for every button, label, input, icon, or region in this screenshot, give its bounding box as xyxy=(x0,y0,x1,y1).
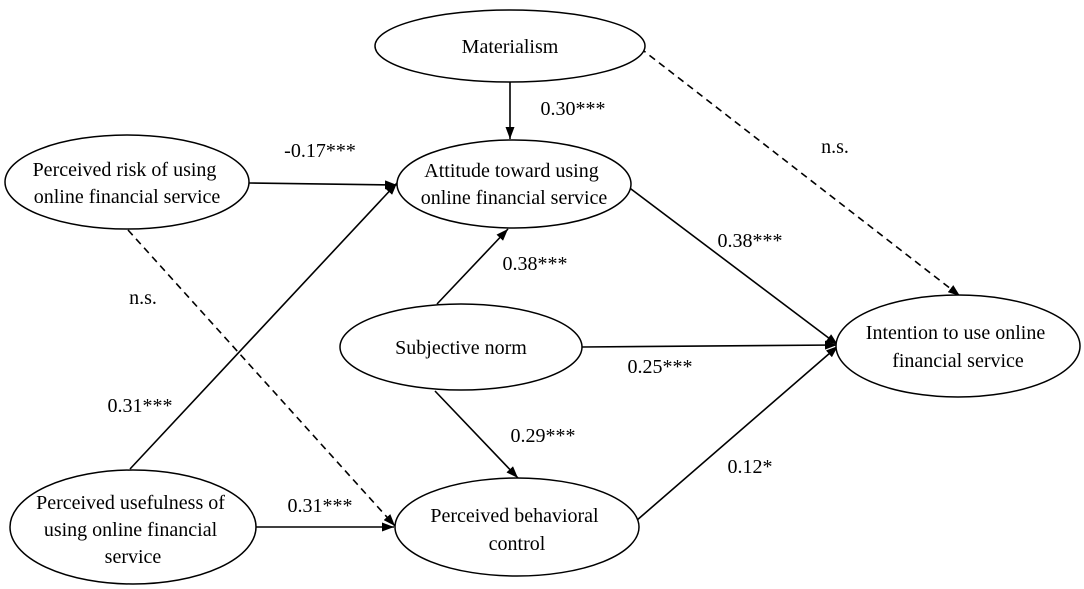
node-materialism-shape xyxy=(374,9,646,83)
node-perceived-usefulness-label: Perceived usefulness of using online fin… xyxy=(36,492,230,568)
edge-behavioral-control-to-intention xyxy=(635,345,839,522)
node-perceived-risk: Perceived risk of using online financial… xyxy=(4,134,250,230)
edge-label-attitude-to-intention: 0.38*** xyxy=(718,230,783,252)
edge-attitude-to-intention xyxy=(626,185,839,346)
edge-labels: 0.30*** n.s. -0.17*** n.s. 0.31*** 0.31*… xyxy=(108,98,849,517)
node-label-line: Subjective norm xyxy=(395,337,527,359)
node-intention: Intention to use online financial servic… xyxy=(835,294,1081,398)
node-perceived-usefulness-shape xyxy=(9,469,257,585)
node-attitude: Attitude toward using online financial s… xyxy=(396,139,632,229)
node-subjective-norm-shape xyxy=(339,303,583,391)
node-intention-shape xyxy=(835,294,1081,398)
node-perceived-behavioral-control-label: Perceived behavioral control xyxy=(430,505,603,555)
node-perceived-risk-label: Perceived risk of using online financial… xyxy=(33,159,222,208)
node-label-line: online financial service xyxy=(34,186,221,208)
node-label-line: Materialism xyxy=(462,36,559,58)
edge-label-risk-to-attitude: -0.17*** xyxy=(284,140,356,162)
node-attitude-label: Attitude toward using online financial s… xyxy=(421,160,608,209)
node-perceived-behavioral-control-shape xyxy=(394,477,640,577)
edge-label-subjective-norm-to-behavioral-control: 0.29*** xyxy=(511,425,576,447)
node-label-line: using online financial xyxy=(44,519,218,541)
edge-label-risk-to-behavioral-control: n.s. xyxy=(129,287,157,309)
node-label-line: Perceived behavioral xyxy=(430,505,599,527)
node-materialism: Materialism xyxy=(374,9,646,83)
node-label-line: financial service xyxy=(892,350,1024,372)
node-label-line: Attitude toward using xyxy=(424,160,598,182)
node-label-line: Perceived usefulness of xyxy=(36,492,225,514)
edge-label-usefulness-to-attitude: 0.31*** xyxy=(108,395,173,417)
edge-label-behavioral-control-to-intention: 0.12* xyxy=(728,456,773,478)
node-materialism-label: Materialism xyxy=(462,36,559,58)
edge-label-materialism-to-attitude: 0.30*** xyxy=(541,98,606,120)
node-subjective-norm: Subjective norm xyxy=(339,303,583,391)
edge-subjective-norm-to-intention xyxy=(581,340,838,350)
edge-subjective-norm-to-behavioral-control xyxy=(434,390,519,479)
node-perceived-risk-shape xyxy=(4,134,250,230)
node-attitude-shape xyxy=(396,139,632,229)
edge-subjective-norm-to-attitude xyxy=(436,228,509,305)
node-label-line: control xyxy=(489,533,546,555)
edge-risk-to-attitude xyxy=(248,180,398,190)
node-perceived-usefulness: Perceived usefulness of using online fin… xyxy=(9,469,257,585)
edge-label-usefulness-to-behavioral-control: 0.31*** xyxy=(288,495,353,517)
node-perceived-behavioral-control: Perceived behavioral control xyxy=(394,477,640,577)
node-intention-label: Intention to use online financial servic… xyxy=(866,322,1050,372)
edges xyxy=(127,47,961,532)
node-label-line: Perceived risk of using xyxy=(33,159,217,181)
node-label-line: Intention to use online xyxy=(866,322,1046,344)
node-label-line: service xyxy=(105,546,162,568)
edge-usefulness-to-attitude xyxy=(129,182,398,470)
edge-materialism-to-intention xyxy=(639,47,961,297)
edge-label-subjective-norm-to-intention: 0.25*** xyxy=(628,356,693,378)
node-label-line: online financial service xyxy=(421,187,608,209)
node-subjective-norm-label: Subjective norm xyxy=(395,337,527,359)
edge-label-materialism-to-intention: n.s. xyxy=(821,136,849,158)
edge-label-subjective-norm-to-attitude: 0.38*** xyxy=(503,253,568,275)
edge-risk-to-behavioral-control xyxy=(127,229,396,527)
